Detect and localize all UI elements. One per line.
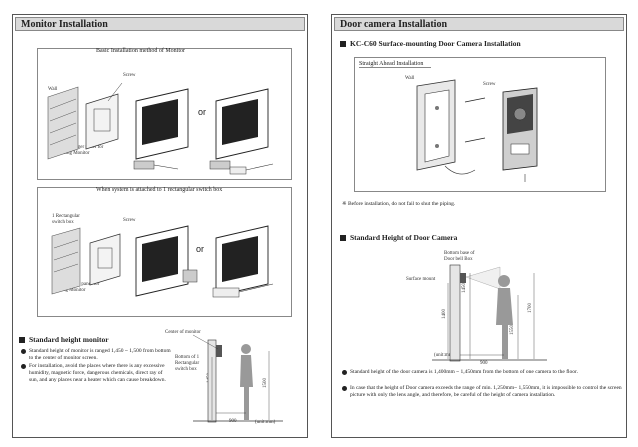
switch-box-title: When system is attached to 1 rectangular… [96, 187, 223, 193]
camera-bullet-1: Standard height of the door camera is 1,… [342, 369, 622, 376]
kc-c60-heading-text: KC-C60 Surface-mounting Door Camera Inst… [350, 39, 521, 48]
bullet-square-icon [19, 336, 25, 343]
monitor-installation-panel: Monitor Installation Basic Installation … [12, 14, 308, 438]
door-camera-illustration [416, 79, 538, 182]
standard-height-monitor-heading: Standard height monitor [19, 335, 109, 344]
door-camera-height-heading: Standard Height of Door Camera [340, 233, 457, 242]
switch-box-installation-box: When system is attached to 1 rectangular… [37, 187, 292, 317]
bullet-square-icon [340, 40, 346, 47]
doorbell-bottom-label: Bottom base of Door bell Box [444, 251, 475, 262]
note-mark-icon: ※ [342, 201, 348, 207]
monitor-installation-header: Monitor Installation [15, 17, 305, 31]
bullet-square-icon [340, 234, 346, 241]
monitor-bullet-1: Standard height of monitor is ranged 1,4… [21, 348, 171, 362]
screw-label: Screw [123, 73, 136, 78]
bottom-switch-box-label: Bottom of 1 Rectangular switch box [175, 355, 200, 372]
straight-ahead-box: Straight Ahead Installation Wall Screw [354, 57, 606, 192]
screw-label-2: Screw [123, 218, 136, 223]
hanger-label: Wall hanger panel for fixing Monitor [60, 145, 104, 156]
bullet-dot-icon [21, 364, 26, 369]
door-camera-title: Door camera Installation [340, 19, 448, 30]
center-of-monitor-label: Center of monitor [165, 330, 201, 335]
bullet-dot-icon [342, 386, 347, 391]
piping-note: ※ Before installation, do not fail to sh… [342, 201, 456, 207]
bullet-dot-icon [21, 349, 26, 354]
or-label: or [198, 107, 207, 117]
unit-label-right: (unit:mm) [434, 353, 455, 358]
monitor-bullet-2: For installation, avoid the places where… [21, 363, 171, 384]
basic-installation-illustration [47, 82, 274, 175]
wall-label: Wall [48, 87, 58, 92]
kc-c60-heading: KC-C60 Surface-mounting Door Camera Inst… [340, 39, 521, 48]
wall-label-right: Wall [405, 76, 415, 81]
bullet-dot-icon [342, 370, 347, 375]
unit-label: (unit:mm) [255, 420, 276, 425]
rect-box-label: 1 Rectangular switch box [52, 214, 80, 225]
camera-height-diagram [432, 264, 547, 362]
dim-900-label: 900 [229, 419, 237, 424]
basic-installation-title: Basic Installation method of Monitor [96, 48, 185, 54]
screw-label-right: Screw [483, 82, 496, 87]
dim-900-right-label: 900 [480, 361, 488, 366]
monitor-height-diagram [192, 334, 283, 423]
straight-ahead-title: Straight Ahead Installation [359, 61, 432, 68]
door-camera-header: Door camera Installation [334, 17, 624, 31]
basic-installation-box: Basic Installation method of Monitor Wal… [37, 48, 292, 180]
switch-box-illustration [51, 225, 274, 298]
door-camera-height-text: Standard Height of Door Camera [350, 233, 458, 242]
surface-mount-label: Surface mount [406, 277, 436, 282]
monitor-installation-title: Monitor Installation [21, 19, 108, 30]
door-camera-panel: Door camera Installation KC-C60 Surface-… [331, 14, 627, 438]
standard-height-monitor-text: Standard height monitor [29, 335, 109, 344]
camera-bullet-2: In case that the height of Door camera e… [342, 385, 622, 399]
or-label-2: or [196, 244, 205, 254]
